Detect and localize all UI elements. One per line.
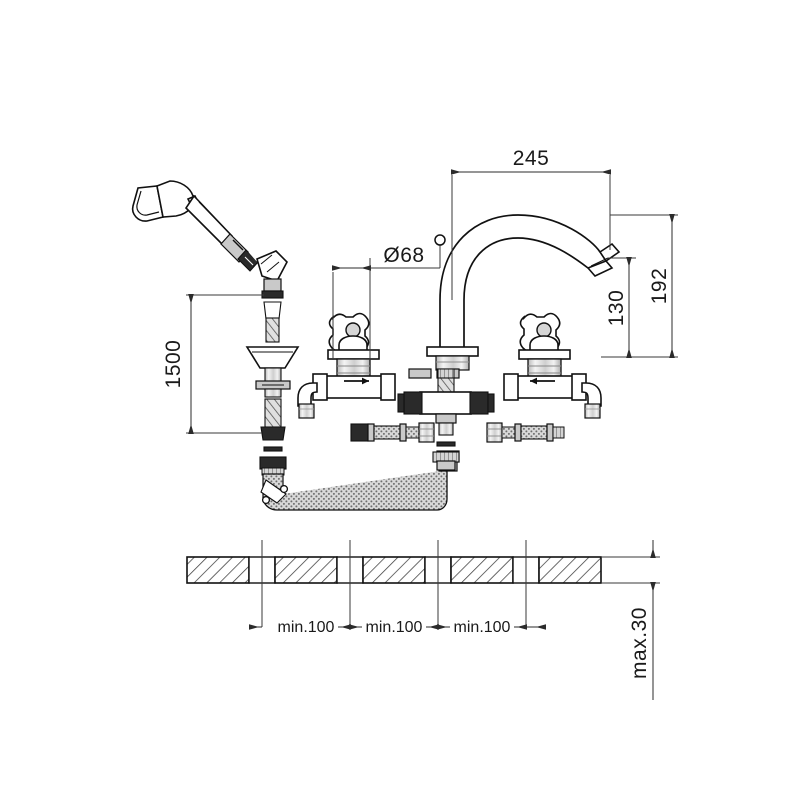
- dimension-d68: Ø68: [332, 234, 446, 360]
- dimension-label-min100-3: min.100: [454, 619, 511, 636]
- dimension-label-245: 245: [513, 147, 550, 170]
- dimension-max30: max.30: [628, 540, 656, 700]
- dimension-1500: 1500: [162, 294, 264, 434]
- dimension-label-min100-2: min.100: [366, 619, 423, 636]
- dimension-min100-group: min.100 min.100 min.100: [249, 619, 546, 636]
- dimension-label-130: 130: [605, 290, 628, 327]
- central-diverter: [397, 368, 495, 471]
- left-valve: [297, 312, 396, 419]
- dimension-130: 130: [601, 257, 636, 358]
- bath-spout: [426, 214, 621, 371]
- deck-hole-centrelines: [261, 540, 527, 627]
- mounting-deck-section: [186, 556, 660, 584]
- dimension-label-1500: 1500: [162, 340, 185, 389]
- leader-point-circle: [434, 234, 446, 246]
- flexible-connectors: [350, 422, 565, 443]
- shower-handset: [131, 180, 288, 282]
- dimension-label-max30: max.30: [628, 607, 651, 679]
- dimension-label-min100-1: min.100: [278, 619, 335, 636]
- dimension-label-192: 192: [648, 268, 671, 305]
- dimension-192: 192: [601, 214, 678, 358]
- right-valve: [503, 312, 602, 419]
- dimension-label-d68: Ø68: [383, 244, 424, 267]
- dimension-245: 245: [451, 147, 611, 300]
